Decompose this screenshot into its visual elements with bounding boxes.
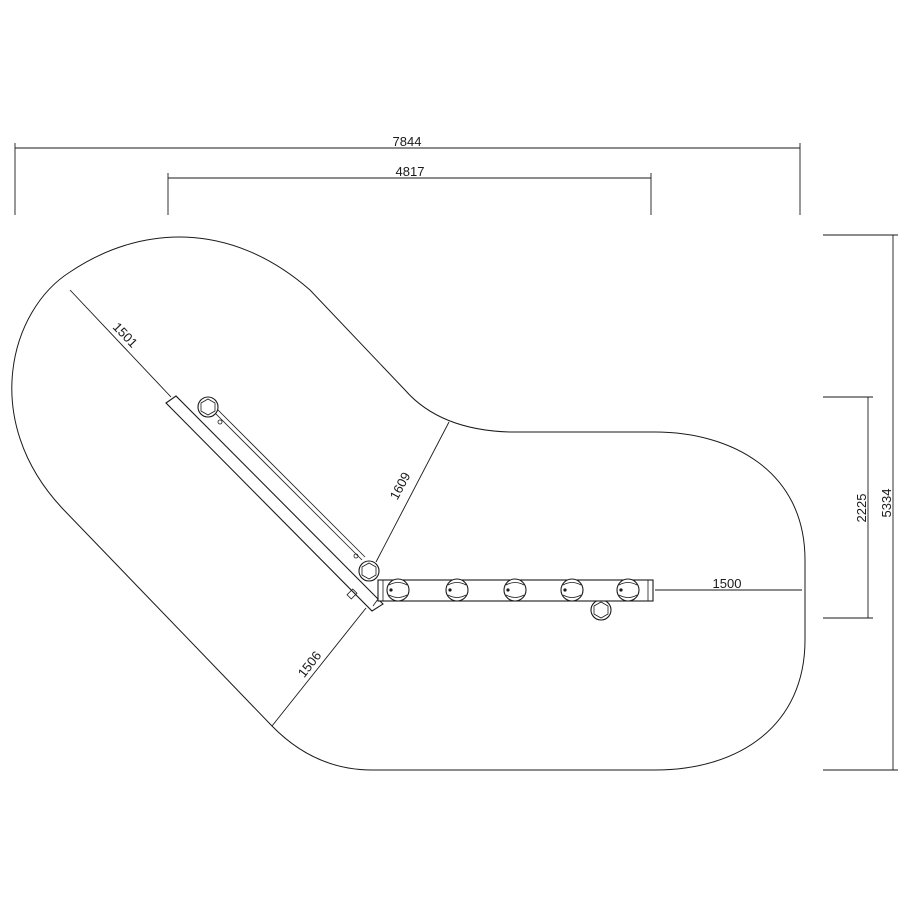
dimension-label-5334: 5334 bbox=[879, 489, 894, 518]
dimension-label-7844: 7844 bbox=[393, 134, 422, 149]
dimension-right-clearance: 1500 bbox=[655, 576, 802, 591]
seat-5 bbox=[616, 578, 640, 602]
dimension-overall-width: 7844 bbox=[14, 134, 801, 215]
safety-zone-outline bbox=[11, 236, 806, 771]
dimension-label-1501: 1501 bbox=[110, 319, 141, 350]
seat-2 bbox=[445, 578, 469, 602]
hex-post-right bbox=[590, 599, 612, 621]
diagonal-chain bbox=[205, 400, 366, 561]
seat-4 bbox=[560, 578, 584, 602]
dimension-inner-width: 4817 bbox=[167, 164, 652, 215]
dimension-label-2225: 2225 bbox=[854, 494, 869, 523]
dimension-label-1500: 1500 bbox=[713, 576, 742, 591]
dimension-overall-height: 5334 bbox=[823, 234, 898, 771]
seat-1 bbox=[386, 578, 410, 602]
diagonal-beam bbox=[165, 395, 384, 612]
dimension-lower-clearance: 1506 bbox=[271, 607, 367, 727]
dimension-right-lobe-height: 2225 bbox=[823, 396, 873, 619]
seat-3 bbox=[503, 578, 527, 602]
dimension-label-1506: 1506 bbox=[295, 648, 325, 680]
dimension-label-4817: 4817 bbox=[396, 164, 425, 179]
hex-post-top-left bbox=[197, 396, 219, 418]
dimension-left-clearance: 1501 bbox=[69, 289, 172, 398]
hex-post-junction bbox=[358, 560, 380, 582]
dimension-upper-clearance: 1609 bbox=[375, 421, 450, 563]
